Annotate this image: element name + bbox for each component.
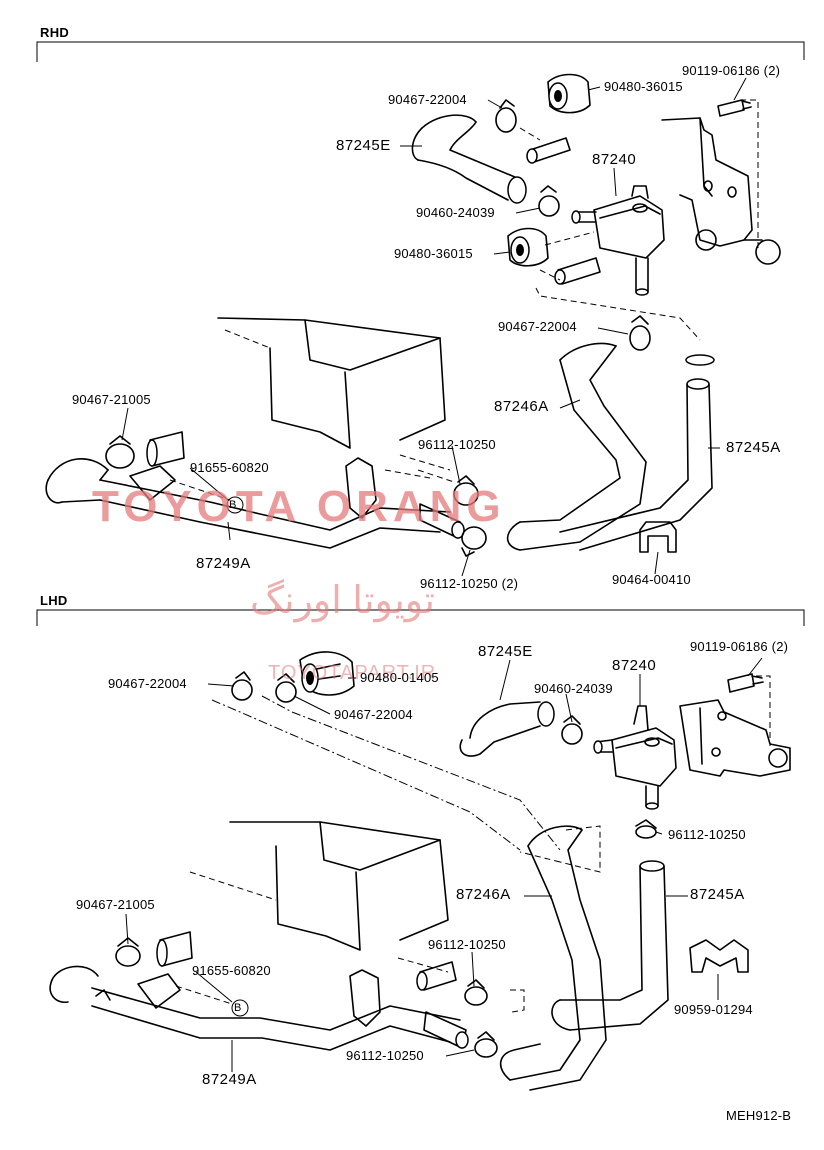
rhd-part-87245e: 87245E — [336, 137, 391, 154]
rhd-bracket — [661, 117, 781, 265]
lhd-hose-87246a — [499, 825, 607, 1091]
rhd-part-96112-10250-2: 96112-10250 (2) — [420, 576, 519, 591]
lhd-part-87240: 87240 — [612, 657, 657, 674]
rhd-grommet-mid — [507, 227, 549, 267]
rhd-hose-87245e — [411, 114, 527, 204]
section-title-lhd: LHD — [40, 593, 68, 608]
lhd-bolt-marker: B — [234, 1002, 242, 1014]
lhd-part-90480-01405: 90480-01405 — [360, 670, 439, 685]
rhd-bolt-marker-circle — [226, 496, 244, 514]
lhd-clamp-90460 — [561, 715, 583, 745]
rhd-part-90480-36015-mid: 90480-36015 — [394, 246, 473, 261]
lhd-part-90959-01294: 90959-01294 — [674, 1002, 753, 1017]
rhd-part-91655-60820: 91655-60820 — [190, 460, 269, 475]
lhd-pipe-87249a — [49, 965, 469, 1051]
lhd-part-90119-06186: 90119-06186 (2) — [690, 639, 789, 654]
lhd-dash-guides — [211, 675, 771, 1013]
rhd-part-90119-06186: 90119-06186 (2) — [682, 63, 781, 78]
rhd-part-90467-21005: 90467-21005 — [72, 392, 151, 407]
rhd-clamp-top — [495, 99, 517, 133]
rhd-clamp-90464 — [639, 521, 677, 553]
lhd-clamp-96112-mid — [464, 979, 488, 1006]
lhd-clamp-96112-right — [635, 819, 657, 839]
rhd-nipple-mid — [554, 257, 601, 285]
rhd-part-90480-36015-top: 90480-36015 — [604, 79, 683, 94]
watermark-arabic: تویوتا اورنگ — [250, 580, 435, 622]
rhd-engine-block — [217, 317, 451, 479]
lhd-part-87245a: 87245A — [690, 886, 745, 903]
rhd-nipple-top — [526, 137, 571, 164]
rhd-part-87245a: 87245A — [726, 439, 781, 456]
lhd-clamp-22004-b — [275, 673, 297, 703]
watermark-site: TOYOTAPART.IR — [268, 662, 437, 684]
rhd-part-87249a: 87249A — [196, 555, 251, 572]
rhd-grommet-top — [547, 73, 591, 114]
lhd-clamp-90959 — [689, 939, 749, 973]
lhd-part-96112-10250-mid: 96112-10250 — [428, 937, 506, 952]
rhd-part-96112-10250: 96112-10250 — [418, 437, 496, 452]
lhd-nipple-mid — [416, 961, 457, 991]
lhd-part-90467-21005: 90467-21005 — [76, 897, 155, 912]
rhd-leader-lines — [121, 77, 747, 577]
rhd-pipe-87249a — [45, 457, 465, 549]
lhd-clamp-96112-low — [474, 1031, 498, 1058]
rhd-part-90460-24039: 90460-24039 — [416, 205, 495, 220]
lhd-frame — [36, 609, 805, 626]
lhd-grommet — [299, 651, 355, 696]
lhd-part-96112-10250-right: 96112-10250 — [668, 827, 746, 842]
rhd-clamp-96112-lower — [461, 526, 487, 557]
lhd-hose-87245e — [459, 701, 555, 757]
rhd-nipple-left — [146, 431, 185, 467]
watermark-main: TOYOTA ORANG — [92, 482, 506, 531]
rhd-clamp-90467-21005 — [105, 435, 135, 469]
lhd-bolt-marker-circle — [231, 999, 249, 1017]
lhd-nipple-left — [156, 931, 193, 967]
rhd-hose-87245a — [559, 354, 715, 551]
rhd-clamp-90460 — [538, 185, 560, 217]
lhd-part-87249a: 87249A — [202, 1071, 257, 1088]
lhd-part-90460-24039: 90460-24039 — [534, 681, 613, 696]
rhd-hose-87246a — [506, 342, 647, 551]
lhd-bolt — [727, 673, 764, 693]
rhd-bolt — [717, 99, 752, 117]
rhd-clamp-mid — [629, 315, 651, 351]
lhd-bracket — [679, 699, 791, 777]
lhd-part-90467-22004-a: 90467-22004 — [108, 676, 187, 691]
figure-code: MEH912-B — [726, 1108, 792, 1123]
rhd-clamp-96112-upper — [453, 475, 479, 506]
rhd-part-90464-00410: 90464-00410 — [612, 572, 691, 587]
lhd-heater-valve-87240 — [593, 705, 677, 810]
rhd-part-87246a: 87246A — [494, 398, 549, 415]
rhd-part-90467-22004-top: 90467-22004 — [388, 92, 467, 107]
rhd-bolt-marker: B — [229, 499, 237, 511]
rhd-part-87240: 87240 — [592, 151, 637, 168]
section-title-rhd: RHD — [40, 25, 70, 40]
lhd-leader-lines — [125, 657, 763, 1072]
lhd-part-96112-10250-low: 96112-10250 — [346, 1048, 424, 1063]
lhd-clamp-22004-a — [231, 671, 253, 701]
lhd-part-90467-22004-b: 90467-22004 — [334, 707, 413, 722]
lhd-engine-block — [189, 821, 449, 973]
rhd-part-90467-22004-mid: 90467-22004 — [498, 319, 577, 334]
rhd-frame — [36, 41, 805, 62]
rhd-heater-valve-87240 — [571, 185, 665, 296]
lhd-part-87246a: 87246A — [456, 886, 511, 903]
lhd-hose-87245a — [551, 860, 669, 1031]
lhd-part-87245e: 87245E — [478, 643, 533, 660]
lhd-part-91655-60820: 91655-60820 — [192, 963, 271, 978]
